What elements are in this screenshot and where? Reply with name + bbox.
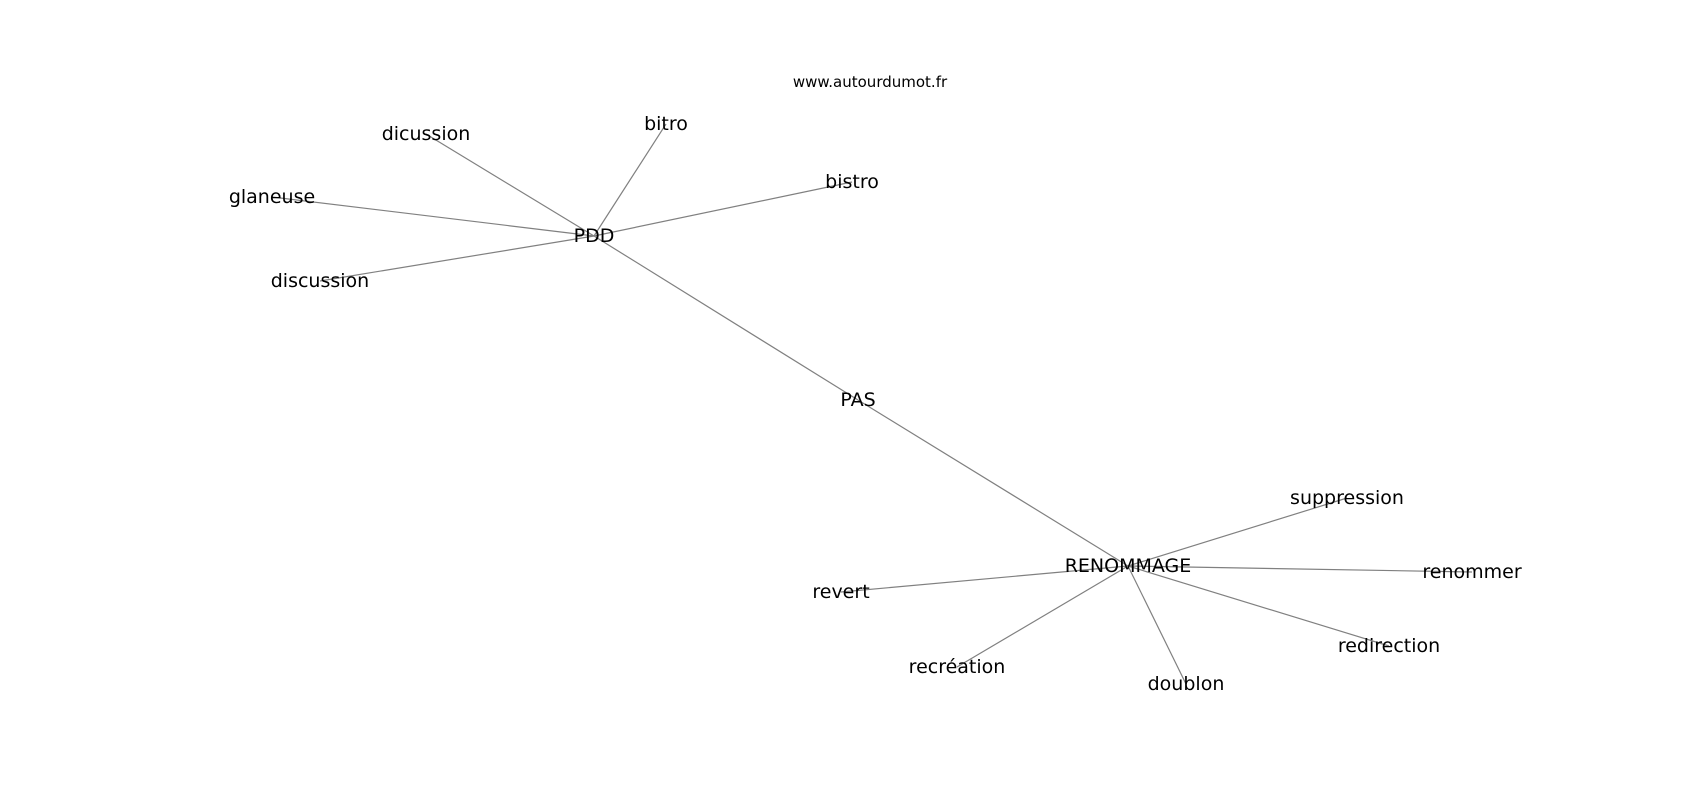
- node-pas: PAS: [840, 389, 875, 411]
- node-bistro: bistro: [825, 171, 879, 193]
- edge-pdd-pas: [593, 235, 859, 401]
- node-suppression: suppression: [1290, 487, 1404, 509]
- node-revert: revert: [812, 581, 869, 603]
- edge-pas-renommage: [857, 399, 1129, 567]
- node-discussion: discussion: [271, 270, 369, 292]
- graph-edges: [271, 123, 1473, 685]
- watermark-text: www.autourdumot.fr: [793, 73, 948, 91]
- edge-renommage-redirection: [1127, 565, 1390, 647]
- edge-renommage-doublon: [1127, 565, 1187, 685]
- edge-renommage-suppression: [1127, 497, 1348, 567]
- edge-pdd-discussion: [319, 235, 595, 282]
- node-bitro: bitro: [644, 113, 688, 135]
- edge-pdd-bistro: [593, 181, 853, 237]
- node-redirection: redirection: [1338, 635, 1440, 657]
- node-dicussion: dicussion: [382, 123, 471, 145]
- node-renommage: RENOMMAGE: [1065, 555, 1192, 577]
- node-renommer: renommer: [1422, 561, 1521, 583]
- edge-pdd-bitro: [593, 123, 667, 237]
- edge-pdd-glaneuse: [271, 196, 595, 237]
- edge-renommage-renommer: [1127, 565, 1473, 573]
- node-doublon: doublon: [1148, 673, 1225, 695]
- graph-labels: PDD PAS RENOMMAGE dicussion bitro bistro glane…: [229, 113, 1522, 695]
- node-pdd: PDD: [574, 225, 615, 247]
- node-glaneuse: glaneuse: [229, 186, 315, 208]
- edge-renommage-revert: [840, 565, 1129, 593]
- edge-renommage-recreation: [956, 565, 1129, 668]
- edge-pdd-dicussion: [425, 133, 595, 237]
- node-recreation: recréation: [909, 656, 1006, 678]
